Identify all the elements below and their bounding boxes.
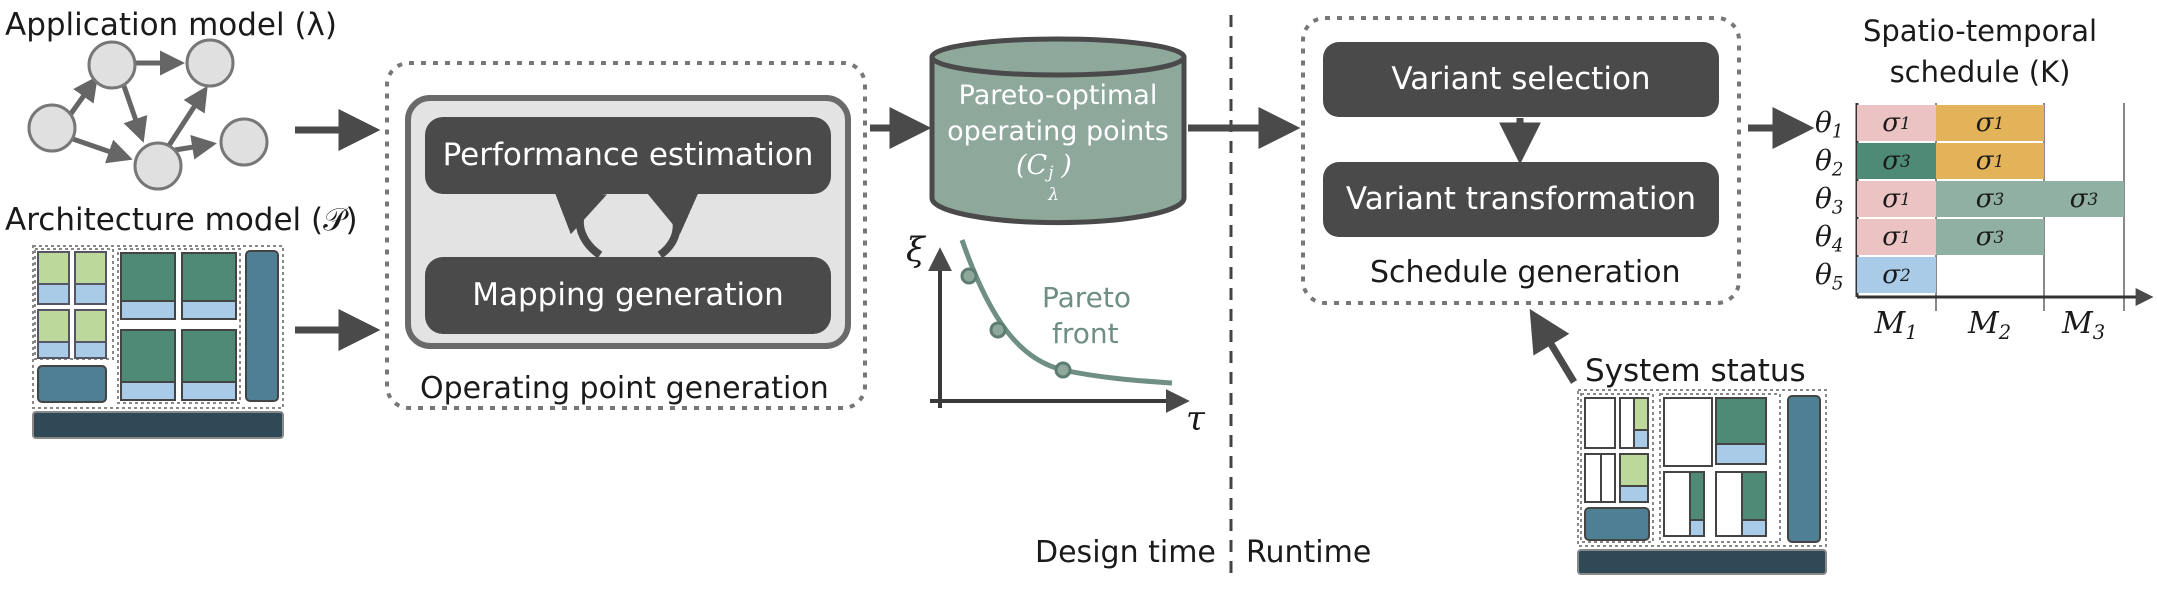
pareto-database (929, 36, 1187, 226)
schedule-row-label: θ5 (1815, 258, 1844, 295)
pareto-x-axis-label: τ (1186, 399, 1205, 439)
schedule-row-label: θ1 (1815, 106, 1844, 143)
architecture-model-icon (32, 245, 284, 439)
schedule-generation-label: Schedule generation (1370, 255, 1681, 290)
schedule-column-label: M1 (1874, 306, 1918, 344)
schedule-title-line1: Spatio-temporal (1862, 14, 2098, 48)
schedule-row-label: θ3 (1815, 182, 1844, 219)
schedule-row-label: θ4 (1815, 220, 1844, 257)
system-status-label: System status (1585, 353, 1806, 389)
arrow-loop-up (553, 189, 607, 259)
graph-node (27, 103, 77, 153)
design-time-label: Design time (1035, 535, 1216, 570)
variant-selection-box: Variant selection (1391, 61, 1651, 97)
arrow-loop-down (646, 189, 700, 259)
application-graph (27, 38, 269, 191)
graph-edge (67, 75, 98, 117)
application-model-label: Application model (λ) (5, 7, 337, 43)
mapping-generation-box: Mapping generation (472, 277, 784, 313)
pareto-db-label-line2: operating points (947, 116, 1169, 147)
arrow-status-to-schedgen (1529, 308, 1577, 384)
graph-node (133, 141, 183, 191)
graph-edge (69, 135, 133, 164)
graph-edge (121, 85, 148, 143)
operating-point-generation-group (385, 61, 867, 410)
pareto-front-label-line1: Pareto (1042, 281, 1132, 314)
architecture-model-label: Architecture model (𝒫) (5, 202, 358, 238)
system-status-icon (1577, 389, 1827, 575)
schedule-column-label: M2 (1968, 306, 2012, 344)
pareto-point (960, 267, 978, 285)
pareto-front-label-line2: front (1052, 317, 1119, 350)
graph-node (185, 38, 235, 88)
pareto-y-axis-label: ξ (906, 230, 925, 270)
performance-estimation-box: Performance estimation (442, 137, 814, 173)
operating-point-generation-label: Operating point generation (420, 371, 829, 406)
pareto-db-label-line1: Pareto-optimal (958, 80, 1158, 111)
graph-node (87, 40, 137, 90)
graph-edge (165, 85, 208, 149)
pareto-front-plot (928, 239, 1190, 413)
runtime-label: Runtime (1246, 535, 1372, 570)
schedule-title-line2: schedule (K) (1889, 55, 2071, 89)
schedule-column-label: M3 (2062, 306, 2106, 344)
pareto-point (989, 321, 1007, 339)
graph-node (219, 117, 269, 167)
pareto-point (1054, 361, 1072, 379)
schedule-row-label: θ2 (1815, 144, 1844, 181)
variant-transformation-box: Variant transformation (1345, 181, 1697, 217)
schedule-generation-group (1301, 16, 1741, 305)
graph-edge (174, 134, 217, 160)
